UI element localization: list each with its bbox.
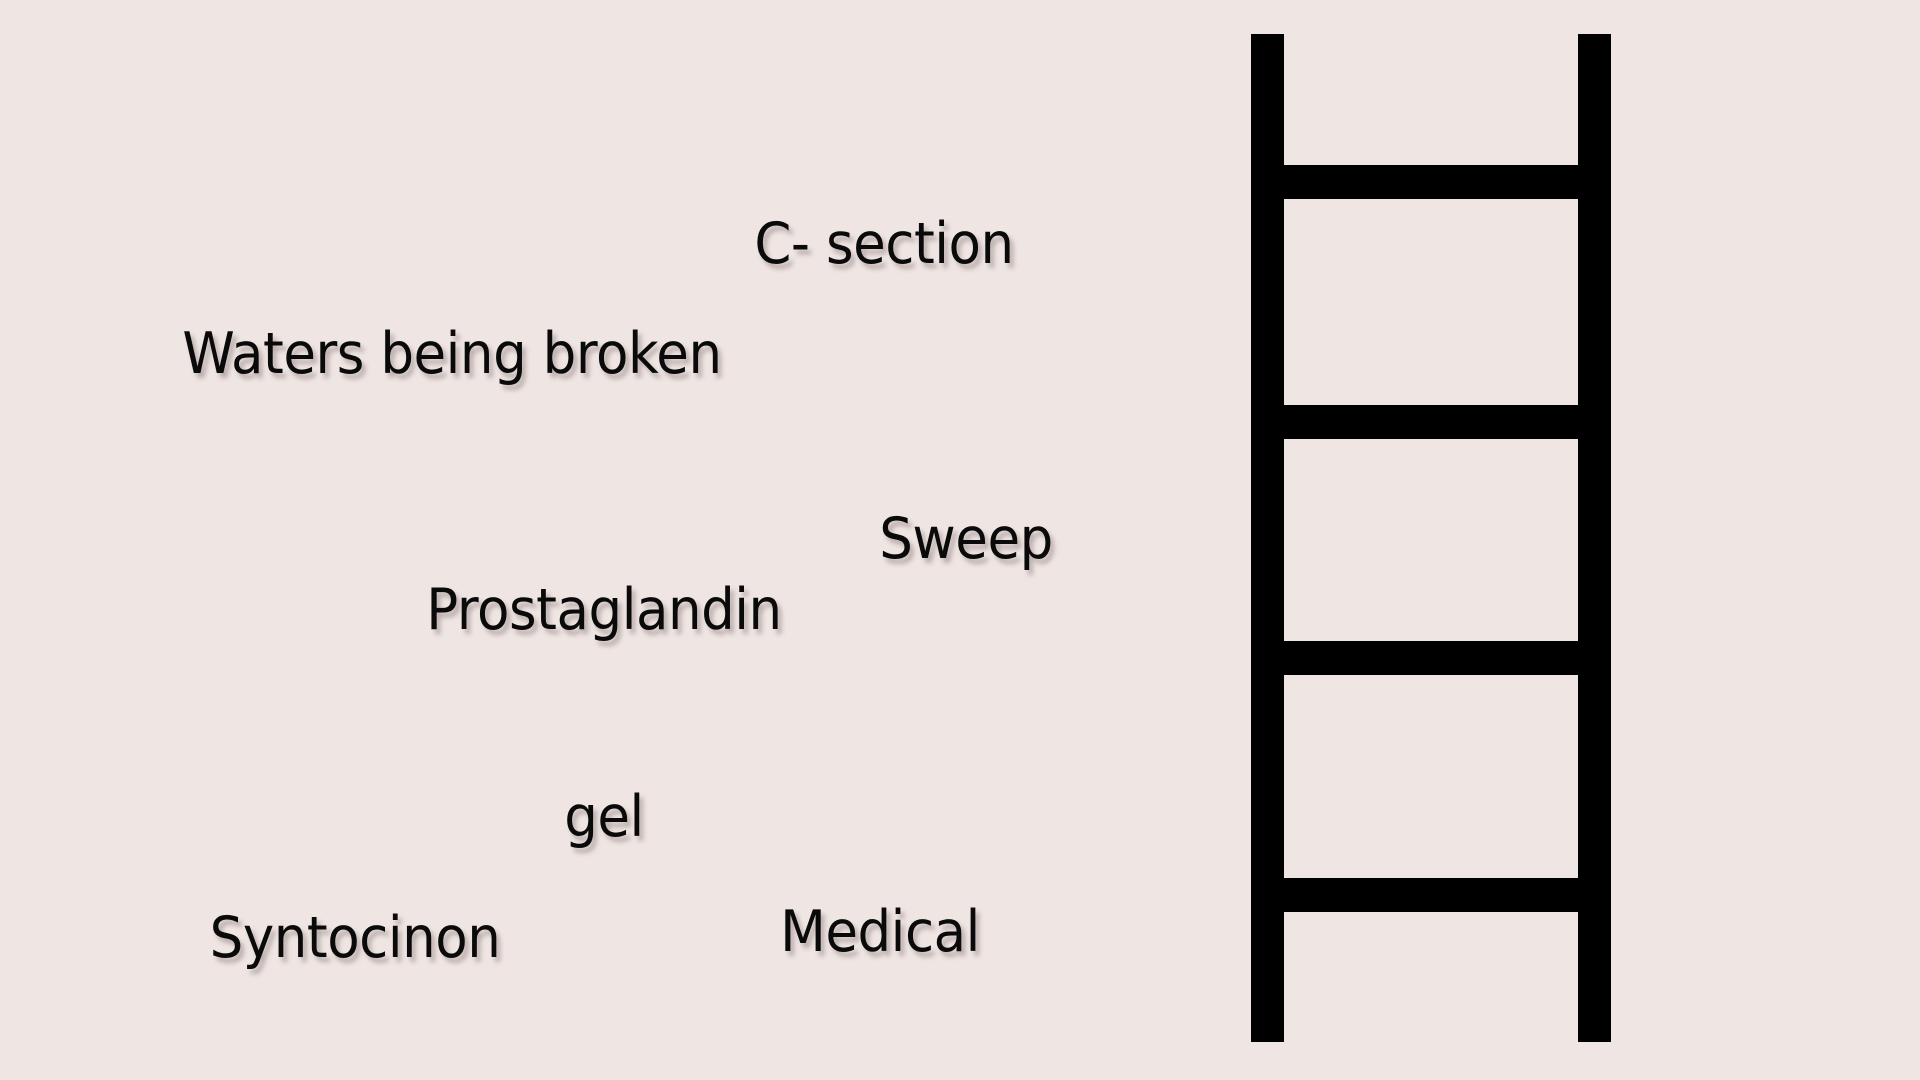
- label-waters-being-broken-line-1: Waters being broken: [182, 321, 722, 387]
- ladder-rung-3: [1251, 641, 1611, 675]
- label-medical-interventions-line-1: Medical: [780, 899, 980, 965]
- label-c-section: C- section: [754, 102, 1014, 387]
- label-medical-interventions: Medical interventions: [708, 790, 1052, 1080]
- label-prostaglandin-gel: Prostaglandin gel: [426, 468, 782, 960]
- label-waters-being-broken: Waters being broken: [182, 212, 722, 497]
- ladder-rung-2: [1251, 405, 1611, 439]
- label-prostaglandin-gel-line-1: Prostaglandin: [426, 577, 782, 643]
- ladder-rung-1: [1251, 165, 1611, 199]
- ladder-left-rail: [1251, 34, 1284, 1042]
- label-syntocinon: Syntocinon: [210, 796, 501, 1080]
- label-prostaglandin-gel-line-2: gel: [564, 784, 644, 850]
- ladder-right-rail: [1578, 34, 1611, 1042]
- ladder-icon: [1245, 28, 1617, 1050]
- label-sweep: Sweep: [879, 397, 1053, 682]
- label-c-section-line-1: C- section: [754, 211, 1014, 277]
- ladder-rung-4: [1251, 878, 1611, 912]
- label-sweep-line-1: Sweep: [879, 506, 1053, 572]
- label-syntocinon-line-1: Syntocinon: [209, 905, 501, 971]
